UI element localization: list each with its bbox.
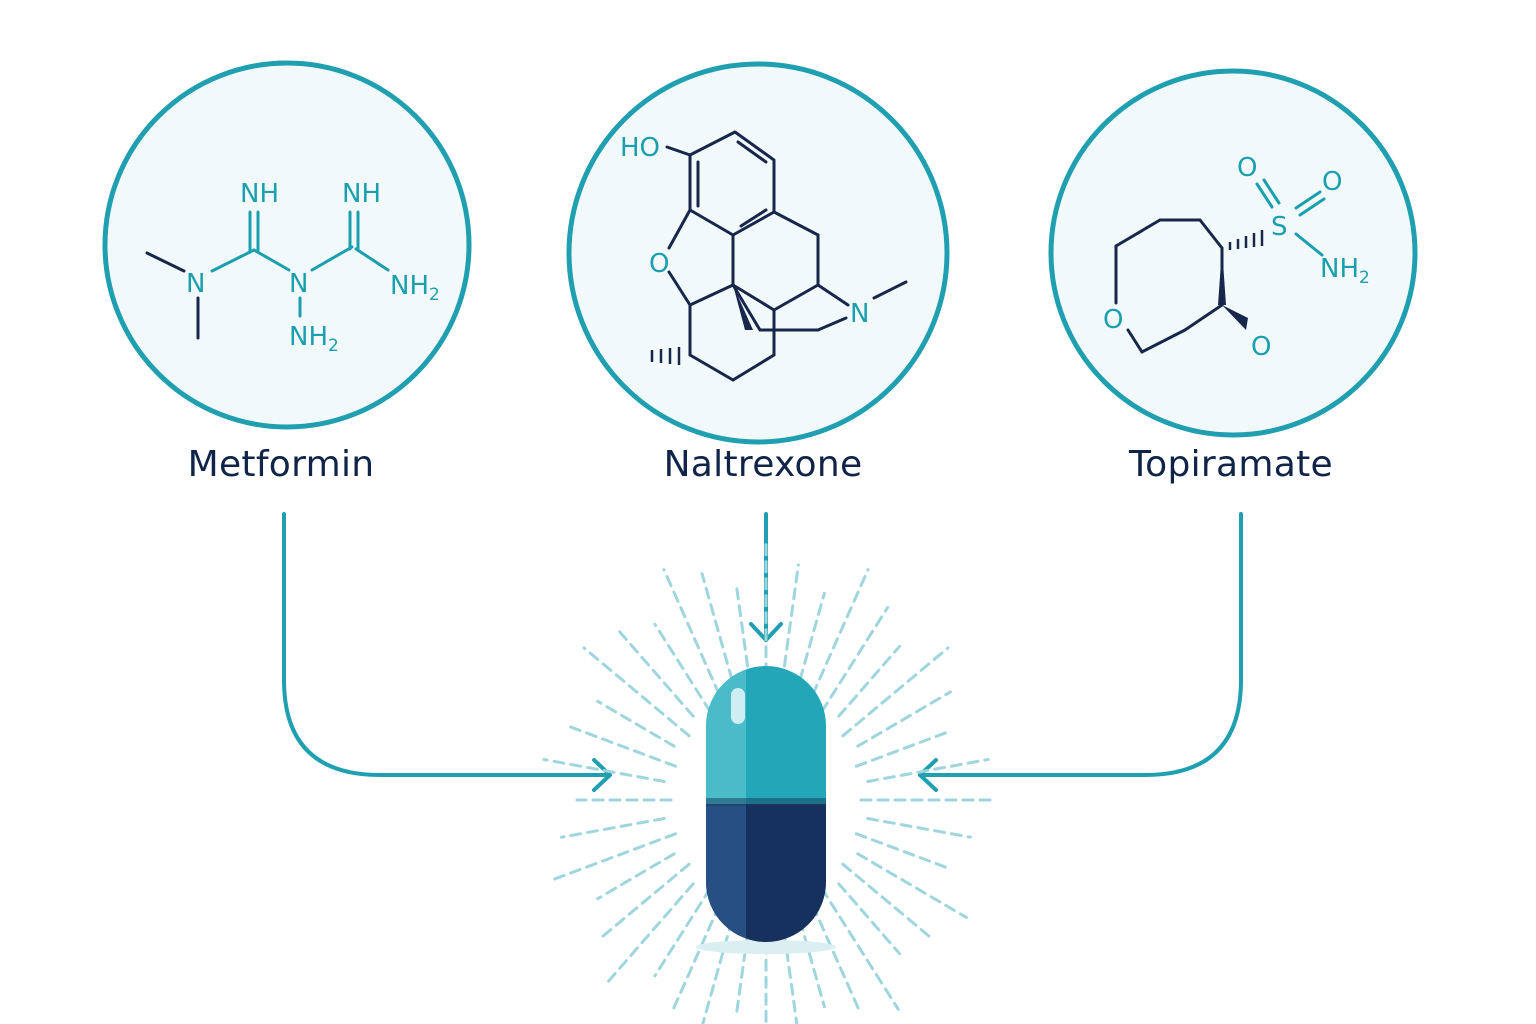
glow-ray (780, 563, 800, 685)
topiramate-atom-o-top-right: O (1322, 167, 1342, 197)
glow-ray (653, 622, 712, 714)
glow-ray (567, 724, 678, 768)
naltrexone-structure: HO O N (566, 61, 950, 445)
glow-ray (618, 630, 695, 718)
topiramate-label: Topiramate (1128, 444, 1333, 485)
metformin-label: Metformin (187, 444, 375, 485)
glow-ray (866, 817, 972, 839)
topiramate-atom-o-ring: O (1103, 305, 1123, 335)
glow-ray (653, 886, 712, 978)
glow-ray (841, 646, 950, 738)
glow-ray (542, 758, 666, 783)
glow-ray (854, 731, 948, 768)
topiramate-atom-o-sub: O (1251, 332, 1271, 362)
metformin-atom-nh2-bottom: NH2 (289, 322, 339, 356)
metformin-structure: NH NH N N NH2 NH2 (102, 60, 472, 430)
topiramate-atom-o-top-left: O (1237, 153, 1257, 183)
arrowhead-left (592, 758, 612, 792)
glow-ray (596, 699, 676, 748)
topiramate-atom-s: S (1271, 212, 1288, 242)
glow-ray (700, 572, 739, 698)
arrow-metformin-to-capsule (282, 512, 612, 777)
glow-ray (670, 904, 721, 1014)
naltrexone-atom-o-ring: O (649, 249, 669, 279)
glow-ray (820, 886, 900, 1011)
metformin-atom-nh-right: NH (342, 179, 381, 209)
arrowhead-right (918, 758, 938, 792)
glow-ray (734, 583, 752, 685)
naltrexone-circle (566, 61, 950, 445)
glow-ray (837, 882, 902, 956)
glow-ray (856, 690, 952, 748)
glow-ray (811, 568, 870, 696)
glow-ray (596, 852, 676, 901)
capsule-icon (696, 666, 836, 954)
metformin-atom-nh-left: NH (240, 179, 279, 209)
glow-ray (597, 862, 691, 942)
glow-ray (780, 915, 799, 1024)
topiramate-structure: O O S NH2 O O (1048, 68, 1418, 438)
glow-ray (605, 882, 695, 985)
naltrexone-label: Naltrexone (663, 444, 863, 485)
metformin-atom-nh2-right: NH2 (390, 271, 440, 305)
metformin-circle (102, 60, 472, 430)
glow-ray (582, 646, 691, 738)
glow-ray (820, 605, 890, 714)
glow-ray (550, 832, 678, 882)
glow-ray (841, 862, 935, 942)
glow-ray (662, 568, 721, 696)
naltrexone-atom-ho: HO (620, 133, 660, 163)
glow-ray (837, 644, 902, 718)
glow-ray (811, 904, 862, 1014)
topiramate-circle (1048, 68, 1418, 438)
naltrexone-atom-n-amine: N (850, 299, 869, 329)
glow-ray (560, 817, 666, 839)
capsule-glow-rays (542, 539, 993, 1024)
metformin-atom-n-bridge: N (289, 269, 308, 299)
glow-ray (866, 758, 990, 783)
glow-ray (856, 852, 968, 919)
metformin-atom-n-dimethyl: N (186, 269, 205, 299)
glow-ray (854, 832, 948, 869)
topiramate-atom-nh2: NH2 (1320, 254, 1370, 288)
arrow-topiramate-to-capsule (918, 512, 1243, 777)
